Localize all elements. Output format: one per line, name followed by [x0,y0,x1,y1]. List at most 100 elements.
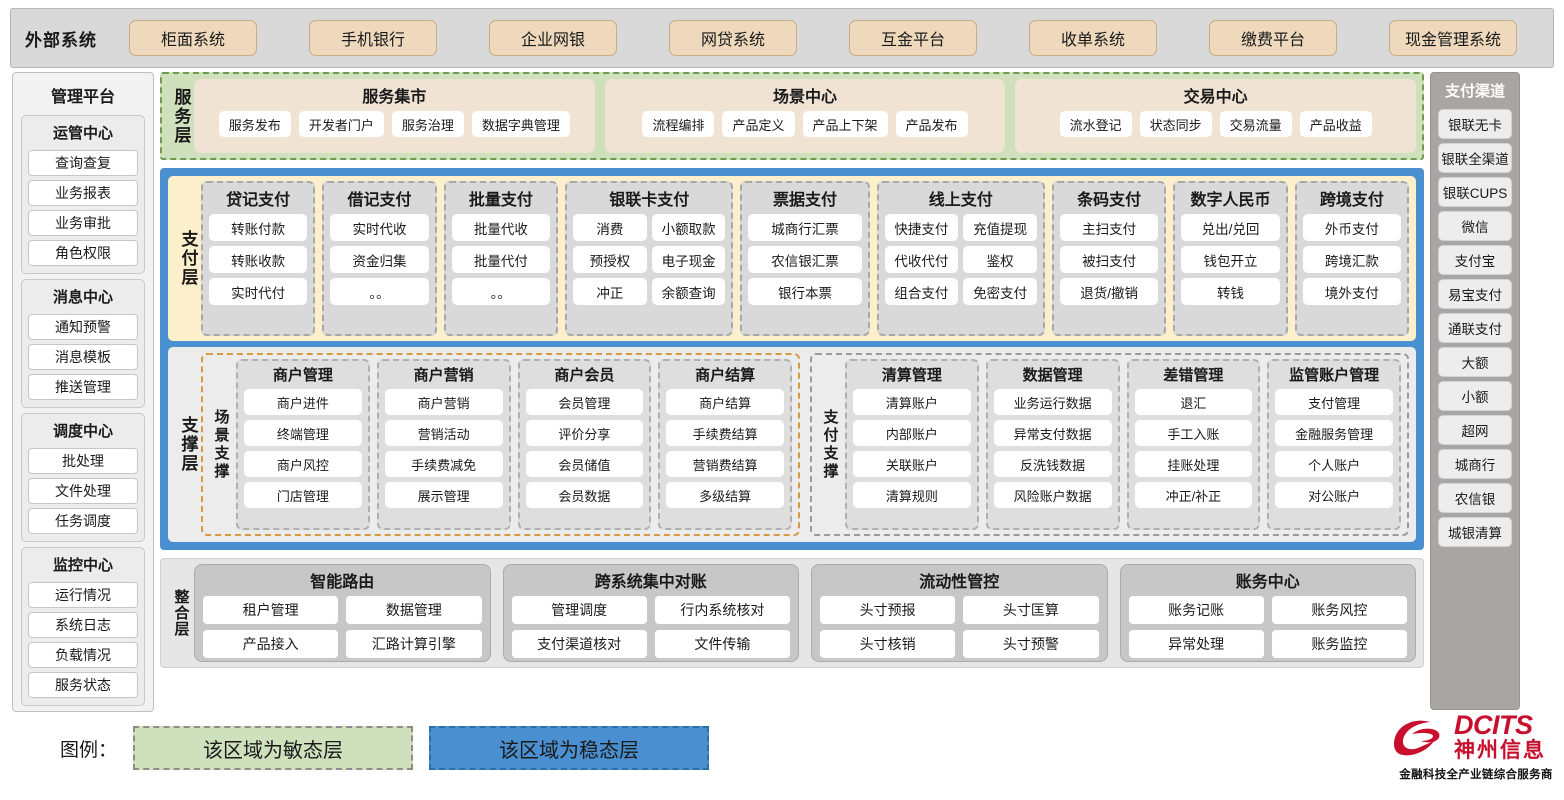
payment-item[interactable]: 转账收款 [209,246,308,273]
payment-channel-item[interactable]: 城银清算 [1438,517,1512,547]
payment-item[interactable]: 农信银汇票 [748,246,862,273]
service-chip[interactable]: 产品上下架 [802,111,888,137]
payment-channel-item[interactable]: 通联支付 [1438,313,1512,343]
external-system-chip[interactable]: 缴费平台 [1209,20,1337,56]
support-item[interactable]: 评价分享 [525,420,644,446]
integration-item[interactable]: 头寸匡算 [963,596,1099,624]
support-item[interactable]: 风险账户数据 [993,482,1112,508]
integration-item[interactable]: 账务监控 [1271,630,1407,658]
support-item[interactable]: 金融服务管理 [1275,420,1393,446]
payment-item[interactable]: 资金归集 [330,246,429,273]
integration-item[interactable]: 头寸预警 [963,630,1099,658]
payment-item[interactable]: 转账付款 [209,214,308,241]
payment-channel-item[interactable]: 小额 [1438,381,1512,411]
payment-item[interactable]: 跨境汇款 [1302,246,1401,273]
payment-channel-item[interactable]: 支付宝 [1438,245,1512,275]
external-system-chip[interactable]: 企业网银 [489,20,617,56]
support-item[interactable]: 清算规则 [853,482,971,508]
payment-item[interactable]: 预授权 [573,246,647,273]
support-item[interactable]: 对公账户 [1275,482,1393,508]
integration-item[interactable]: 产品接入 [203,630,339,658]
management-item[interactable]: 运行情况 [28,582,138,608]
payment-channel-item[interactable]: 微信 [1438,211,1512,241]
support-item[interactable]: 营销费结算 [666,451,784,477]
integration-item[interactable]: 行内系统核对 [654,596,790,624]
payment-item[interactable]: 批量代付 [451,246,551,273]
external-system-chip[interactable]: 网贷系统 [669,20,797,56]
support-item[interactable]: 退汇 [1134,389,1253,415]
payment-channel-item[interactable]: 易宝支付 [1438,279,1512,309]
support-item[interactable]: 手工入账 [1134,420,1253,446]
payment-item[interactable]: 退货/撤销 [1059,278,1159,305]
service-chip[interactable]: 产品定义 [722,111,795,137]
support-item[interactable]: 关联账户 [853,451,971,477]
service-chip[interactable]: 流水登记 [1059,111,1132,137]
support-item[interactable]: 手续费减免 [384,451,503,477]
support-item[interactable]: 商户结算 [666,389,784,415]
support-item[interactable]: 商户进件 [244,389,362,415]
payment-item[interactable]: 小额取款 [651,214,726,241]
service-chip[interactable]: 开发者门户 [298,111,384,137]
payment-item[interactable]: 转钱 [1181,278,1280,305]
support-item[interactable]: 业务运行数据 [993,389,1112,415]
integration-item[interactable]: 管理调度 [511,596,647,624]
payment-item[interactable]: 银行本票 [748,278,862,305]
support-item[interactable]: 冲正/补正 [1134,482,1253,508]
payment-channel-item[interactable]: 银联CUPS [1438,177,1512,207]
support-item[interactable]: 商户营销 [384,389,503,415]
payment-item[interactable]: 批量代收 [451,214,551,241]
payment-item[interactable]: 组合支付 [884,278,959,305]
integration-item[interactable]: 支付渠道核对 [511,630,647,658]
payment-item[interactable]: 境外支付 [1302,278,1401,305]
management-item[interactable]: 系统日志 [28,612,138,638]
payment-channel-item[interactable]: 超网 [1438,415,1512,445]
external-system-chip[interactable]: 手机银行 [309,20,437,56]
management-item[interactable]: 通知预警 [28,314,138,340]
payment-channel-item[interactable]: 大额 [1438,347,1512,377]
payment-item[interactable]: 兑出/兑回 [1181,214,1280,241]
service-chip[interactable]: 服务发布 [218,111,291,137]
service-chip[interactable]: 状态同步 [1139,111,1212,137]
payment-item[interactable]: 代收代付 [884,246,959,273]
integration-item[interactable]: 异常处理 [1128,630,1264,658]
service-chip[interactable]: 服务治理 [391,111,464,137]
payment-item[interactable]: 电子现金 [651,246,726,273]
payment-item[interactable]: 城商行汇票 [748,214,862,241]
integration-item[interactable]: 账务风控 [1271,596,1407,624]
support-item[interactable]: 挂账处理 [1134,451,1253,477]
integration-item[interactable]: 头寸核销 [820,630,956,658]
support-item[interactable]: 手续费结算 [666,420,784,446]
integration-item[interactable]: 数据管理 [346,596,482,624]
support-item[interactable]: 异常支付数据 [993,420,1112,446]
external-system-chip[interactable]: 收单系统 [1029,20,1157,56]
service-chip[interactable]: 数据字典管理 [471,111,570,137]
service-chip[interactable]: 产品发布 [895,111,968,137]
payment-item[interactable]: 充值提现 [963,214,1037,241]
payment-item[interactable]: 鉴权 [963,246,1037,273]
support-item[interactable]: 商户风控 [244,451,362,477]
payment-channel-item[interactable]: 城商行 [1438,449,1512,479]
support-item[interactable]: 会员管理 [525,389,644,415]
support-item[interactable]: 个人账户 [1275,451,1393,477]
external-system-chip[interactable]: 柜面系统 [129,20,257,56]
payment-item[interactable]: 免密支付 [963,278,1037,305]
payment-item[interactable]: 。。 [330,278,429,305]
management-item[interactable]: 服务状态 [28,672,138,698]
payment-item[interactable]: 消费 [573,214,647,241]
support-item[interactable]: 门店管理 [244,482,362,508]
support-item[interactable]: 清算账户 [853,389,971,415]
support-item[interactable]: 支付管理 [1275,389,1393,415]
integration-item[interactable]: 头寸预报 [820,596,956,624]
support-item[interactable]: 终端管理 [244,420,362,446]
support-item[interactable]: 反洗钱数据 [993,451,1112,477]
integration-item[interactable]: 汇路计算引擎 [346,630,482,658]
payment-item[interactable]: 钱包开立 [1181,246,1280,273]
payment-item[interactable]: 。。 [451,278,551,305]
integration-item[interactable]: 账务记账 [1128,596,1264,624]
service-chip[interactable]: 产品收益 [1299,111,1372,137]
integration-item[interactable]: 租户管理 [203,596,339,624]
management-item[interactable]: 角色权限 [28,240,138,266]
payment-item[interactable]: 实时代付 [209,278,308,305]
service-chip[interactable]: 交易流量 [1219,111,1292,137]
payment-item[interactable]: 主扫支付 [1059,214,1159,241]
